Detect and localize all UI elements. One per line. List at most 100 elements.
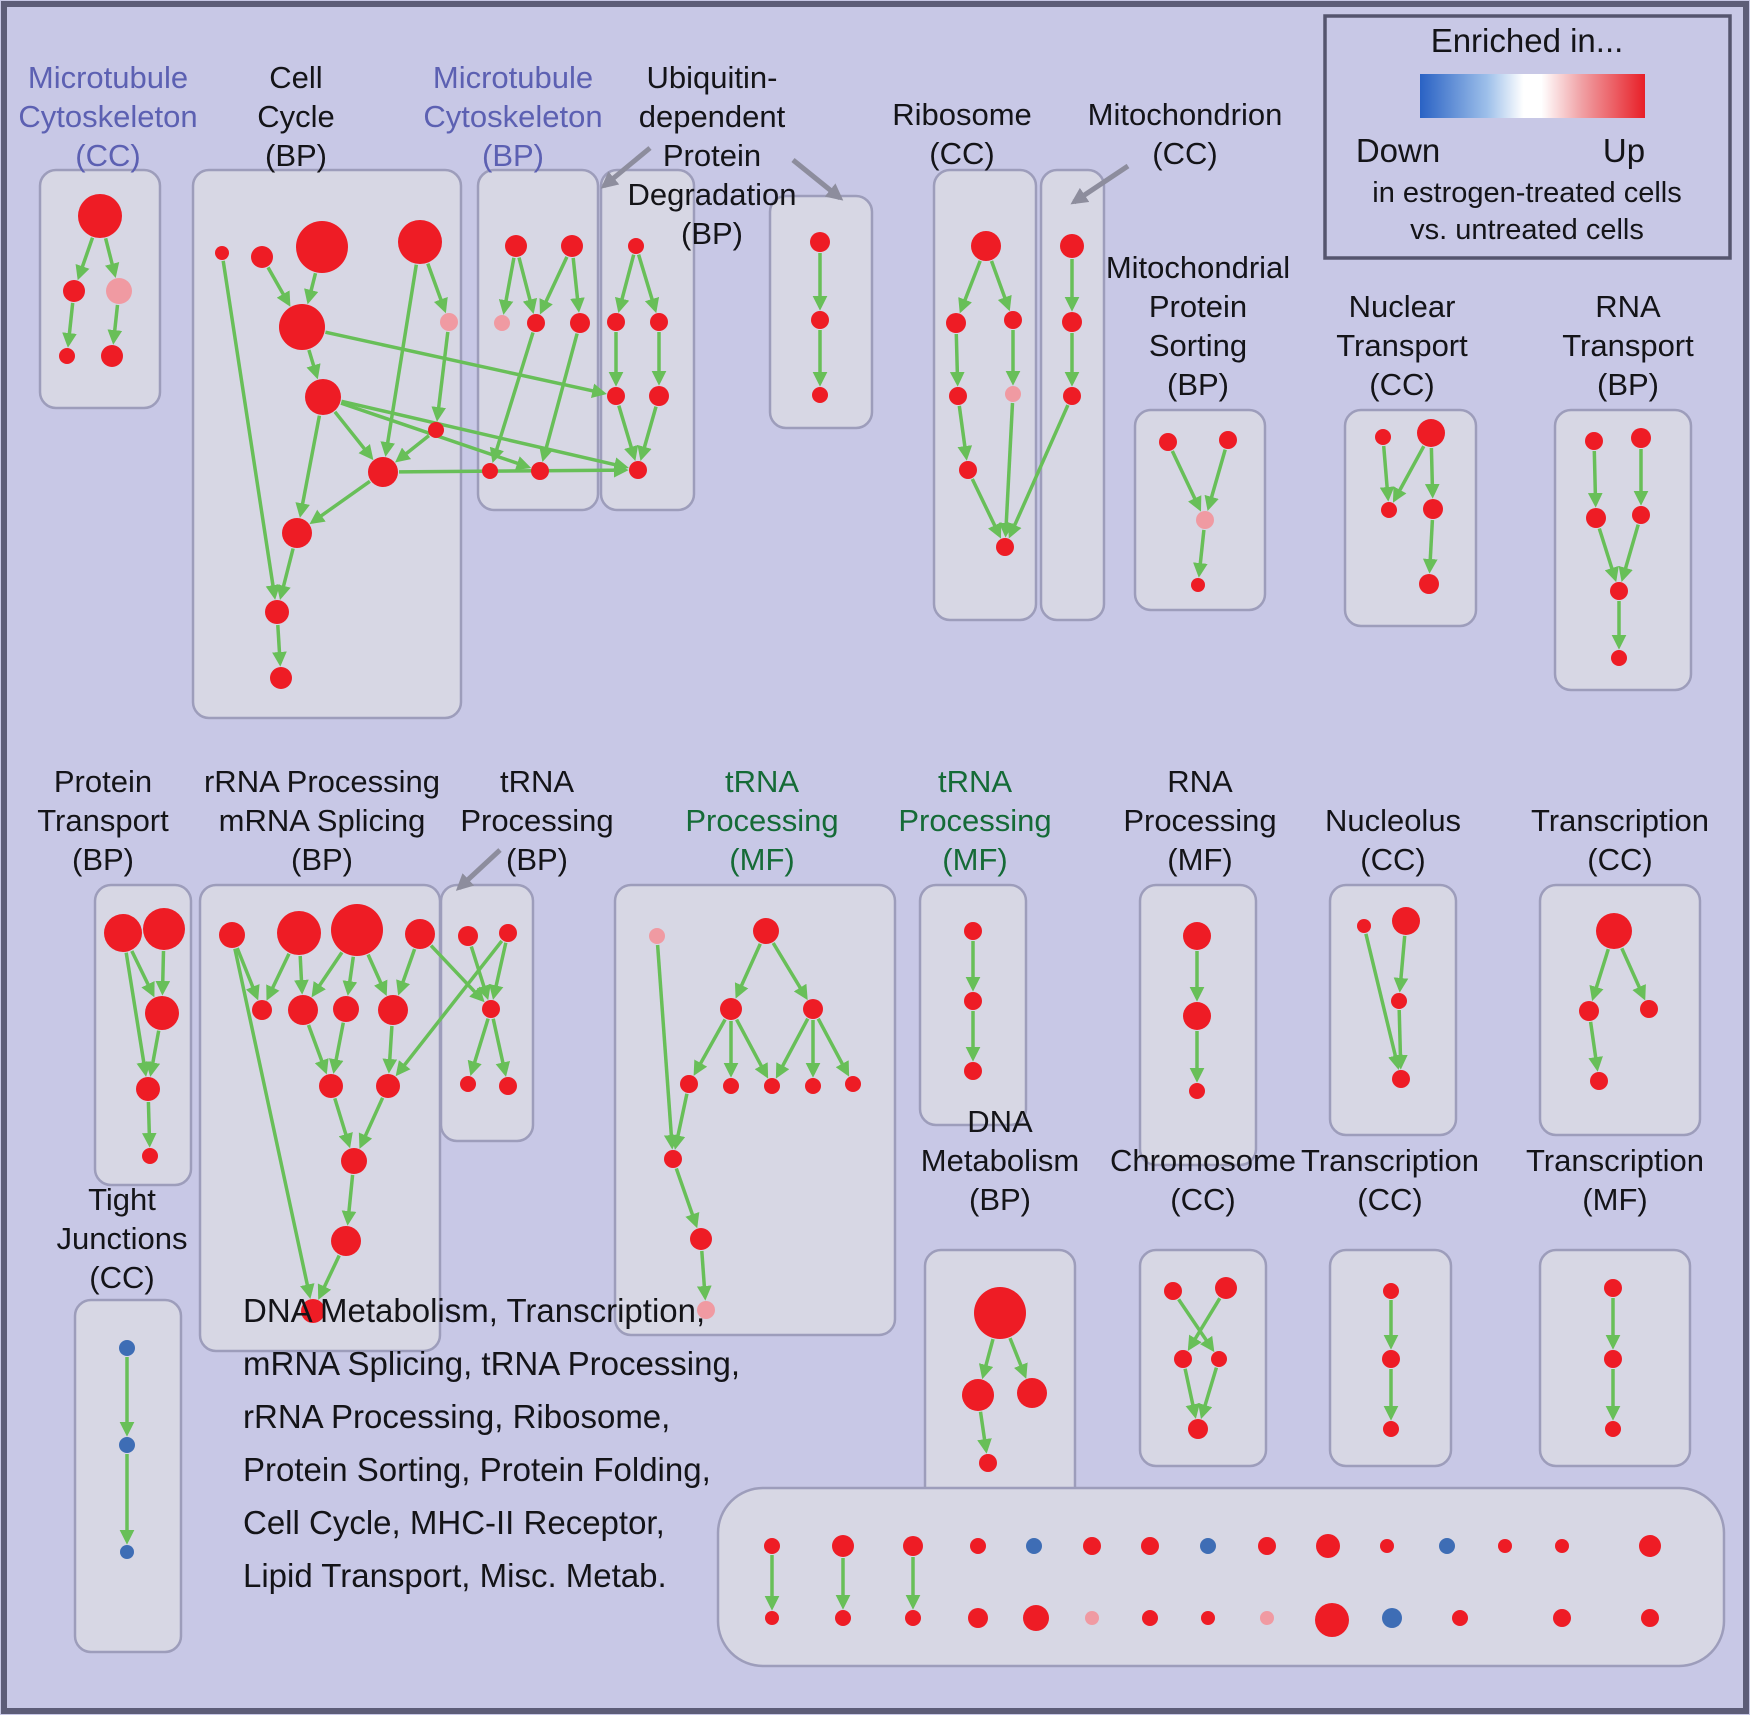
go-term-node — [1085, 1611, 1099, 1625]
go-term-node — [607, 313, 625, 331]
edge-arrow — [62, 302, 77, 348]
go-term-node — [1641, 1609, 1659, 1627]
edge-arrow — [693, 1018, 727, 1076]
go-term-node — [440, 313, 458, 331]
go-term-node — [1382, 1608, 1402, 1628]
go-term-node — [482, 1000, 500, 1018]
edge-arrow — [333, 410, 374, 461]
go-term-node — [979, 1454, 997, 1472]
go-term-node — [949, 387, 967, 405]
go-term-node — [650, 313, 668, 331]
go-term-node — [1417, 419, 1445, 447]
edge-arrow — [1392, 445, 1426, 503]
edge-arrow — [382, 1025, 398, 1074]
edge-arrow — [735, 1018, 769, 1079]
edge-arrow — [155, 950, 171, 996]
edge-arrow — [1620, 947, 1646, 1001]
go-term-node — [333, 996, 359, 1022]
edge-arrow — [358, 1097, 385, 1149]
go-term-node — [1639, 1535, 1661, 1557]
edge-arrow — [276, 548, 295, 601]
edge-arrow — [306, 349, 321, 380]
cluster-box — [38, 168, 162, 410]
cluster-box — [1138, 1248, 1268, 1468]
edge-arrow — [233, 948, 315, 1299]
edge-arrow — [306, 1024, 329, 1075]
legend-box — [1323, 14, 1732, 260]
edge-arrow — [107, 304, 123, 345]
go-term-node — [680, 1075, 698, 1093]
edge-arrow — [266, 952, 291, 1001]
go-term-node — [119, 1340, 135, 1356]
go-term-node — [832, 1535, 854, 1557]
go-term-node — [970, 1538, 986, 1554]
edge-arrow — [341, 1174, 357, 1226]
go-term-node — [1383, 1283, 1399, 1299]
edge-arrow — [396, 948, 417, 996]
go-term-node — [482, 463, 498, 479]
edge-arrow — [1198, 1367, 1219, 1420]
go-term-node — [697, 1301, 715, 1319]
go-term-node — [252, 1000, 272, 1020]
go-term-node — [319, 1074, 343, 1098]
go-term-node — [959, 461, 977, 479]
go-term-node — [1219, 431, 1237, 449]
edge-arrow — [949, 333, 965, 387]
legend-title: Enriched in... — [1431, 22, 1624, 59]
go-term-node — [460, 1076, 476, 1092]
go-term-node — [1026, 1538, 1042, 1554]
go-term-node — [378, 995, 408, 1025]
go-term-node — [331, 1226, 361, 1256]
go-term-node — [720, 998, 742, 1020]
go-term-node — [1060, 234, 1084, 258]
go-term-node — [1164, 1282, 1182, 1300]
go-term-node — [1640, 1000, 1658, 1018]
go-term-node — [505, 235, 527, 257]
edge-arrow — [958, 260, 982, 314]
go-term-node — [1201, 1611, 1215, 1625]
cluster-box — [476, 168, 600, 512]
go-term-node — [527, 314, 545, 332]
go-term-node — [143, 908, 185, 950]
go-term-node — [1631, 428, 1651, 448]
edge-arrow — [325, 330, 607, 399]
edge-arrow — [816, 1017, 850, 1077]
edge-arrow — [655, 944, 679, 1150]
go-term-node — [629, 461, 647, 479]
edge-arrow — [1008, 404, 1070, 539]
go-term-node — [458, 926, 478, 946]
edge-arrow — [489, 331, 535, 464]
edge-arrow — [977, 1411, 992, 1454]
go-term-node — [1375, 429, 1391, 445]
go-term-node — [265, 600, 289, 624]
go-term-node — [1141, 1537, 1159, 1555]
go-term-node — [1196, 511, 1214, 529]
edge-arrow — [1183, 1368, 1200, 1419]
edge-arrow — [124, 952, 152, 1077]
label-pointer-arrow — [600, 146, 652, 189]
go-term-node — [341, 1148, 367, 1174]
edge-arrow — [333, 1097, 353, 1149]
edge-arrow — [431, 331, 450, 422]
edge-arrow — [141, 1101, 157, 1148]
edge-arrow — [467, 1018, 490, 1077]
go-term-node — [1605, 1421, 1621, 1437]
edge-arrow — [1204, 449, 1227, 512]
go-term-node — [1023, 1605, 1049, 1631]
cluster-label: Nucleolus(CC) — [1325, 803, 1461, 877]
go-term-node — [845, 1076, 861, 1092]
edge-arrow — [366, 953, 388, 997]
cluster-box — [932, 168, 1038, 622]
edge-arrow — [1177, 1298, 1215, 1353]
go-term-node — [142, 1148, 158, 1164]
go-term-node — [1555, 1539, 1569, 1553]
